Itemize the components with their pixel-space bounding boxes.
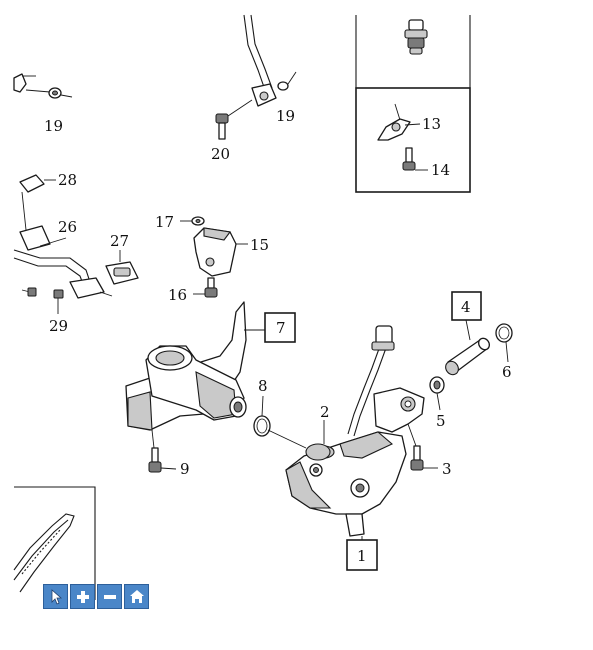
- callout-16[interactable]: 16: [168, 286, 187, 304]
- oring-6-part: [495, 323, 513, 363]
- callout-14[interactable]: 14: [431, 161, 450, 179]
- callout-9[interactable]: 9: [180, 460, 190, 478]
- inset-frame-top: [355, 15, 471, 193]
- inset-frame-bottom: [13, 486, 96, 600]
- callout-box-1: [346, 539, 378, 571]
- bolt-3-part: [407, 423, 438, 471]
- callout-8[interactable]: 8: [258, 377, 268, 395]
- zoom-in-button[interactable]: [70, 584, 95, 609]
- bolt-14-part: [402, 147, 428, 171]
- gear-2-part: [305, 420, 331, 461]
- zoom-out-button[interactable]: [97, 584, 122, 609]
- callout-box-4: [451, 291, 482, 321]
- home-icon: [129, 590, 144, 603]
- housing-part: [145, 345, 247, 421]
- callout-6[interactable]: 6: [502, 363, 512, 381]
- callout-3[interactable]: 3: [442, 460, 452, 478]
- pipe-assembly-26-part: [13, 174, 113, 299]
- washer-5-part: [429, 376, 445, 411]
- tube-4-part: [445, 319, 490, 376]
- bolt-29-part: [53, 289, 64, 314]
- gasket-27-part: [105, 250, 139, 285]
- bolt-20-part: [215, 113, 229, 140]
- callout-2[interactable]: 2: [320, 403, 330, 421]
- bracket-15-part: [193, 227, 248, 277]
- select-tool-button[interactable]: [43, 584, 68, 609]
- viewer-toolbar: [43, 584, 149, 609]
- home-button[interactable]: [124, 584, 149, 609]
- callout-1[interactable]: 1: [357, 547, 367, 565]
- clip-17-part: [180, 216, 205, 226]
- callout-5[interactable]: 5: [436, 412, 446, 430]
- callout-17[interactable]: 17: [155, 213, 174, 231]
- pipe-top-part: [227, 14, 297, 117]
- plus-icon: [76, 590, 89, 603]
- callout-7[interactable]: 7: [276, 319, 286, 337]
- minus-icon: [103, 594, 116, 599]
- callout-19-right[interactable]: 19: [276, 107, 295, 125]
- bolt-16-part: [193, 277, 218, 298]
- callout-28[interactable]: 28: [58, 171, 77, 189]
- callout-19-left[interactable]: 19: [44, 117, 63, 135]
- callout-15[interactable]: 15: [250, 236, 269, 254]
- plug-part: [404, 19, 428, 55]
- clip-19-left-part: [13, 73, 73, 99]
- callout-13[interactable]: 13: [422, 115, 441, 133]
- callout-27[interactable]: 27: [110, 232, 129, 250]
- callout-29[interactable]: 29: [49, 317, 68, 335]
- cursor-icon: [51, 588, 62, 605]
- callout-4[interactable]: 4: [461, 298, 471, 316]
- oil-pump-1-part: [285, 325, 425, 540]
- callout-26[interactable]: 26: [58, 218, 77, 236]
- oring-8-part: [253, 395, 307, 449]
- bracket-13-part: [377, 103, 421, 141]
- bolt-9-part: [148, 429, 177, 473]
- callout-box-7: [264, 312, 296, 343]
- callout-20[interactable]: 20: [211, 145, 230, 163]
